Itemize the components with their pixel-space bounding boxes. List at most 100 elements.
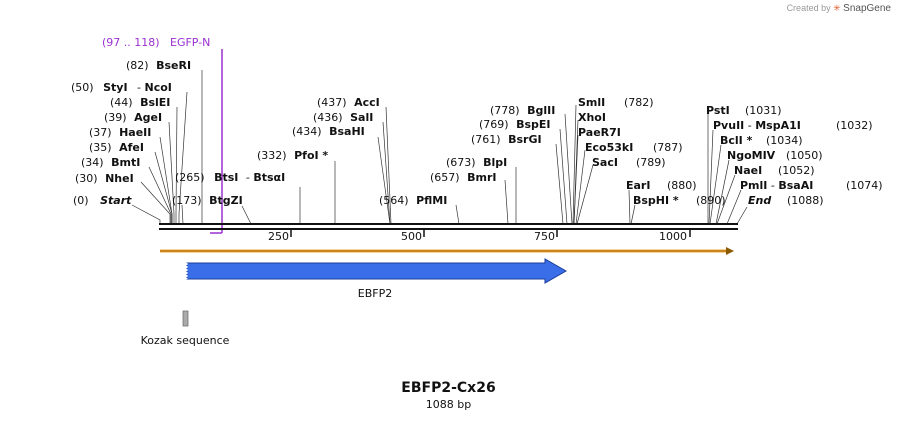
svg-text:500: 500 <box>401 230 422 243</box>
site-name: PvuII <box>713 119 744 132</box>
site-pos: (761) <box>471 133 501 146</box>
site-pos: (657) <box>430 171 460 184</box>
svg-text:(82) BseRI: (82) BseRI <box>126 59 191 72</box>
feature-label: EBFP2 <box>358 287 392 300</box>
site-pos: (0) <box>73 194 89 207</box>
svg-text:(564) PflMI: (564) PflMI <box>379 194 447 207</box>
svg-text:(778) BglII: (778) BglII <box>490 104 555 117</box>
site-name: SalI <box>350 111 373 124</box>
site-name: BseRI <box>156 59 191 72</box>
restriction-site-labels: (0) Start (30) NheI (34) BmtI (35) AfeI … <box>71 59 883 207</box>
site-name: AgeI <box>134 111 162 124</box>
site-name: BtgZI <box>209 194 243 207</box>
site-name: BclI * <box>720 134 753 147</box>
primer-egfp-n[interactable]: (97 .. 118) EGFP-N <box>102 36 223 234</box>
site-pos: (1034) <box>766 134 803 147</box>
site-pos: (30) <box>75 172 98 185</box>
site-name: BspHI * <box>633 194 679 207</box>
svg-text:(35) AfeI: (35) AfeI <box>89 141 144 154</box>
site-name: BmtI <box>111 156 140 169</box>
svg-text:(37) HaeII: (37) HaeII <box>89 126 151 139</box>
site-name: BmrI <box>467 171 496 184</box>
credit-prefix: Created by <box>786 3 831 13</box>
site-name: BtsI <box>214 171 238 184</box>
svg-text:(30) NheI: (30) NheI <box>75 172 134 185</box>
plasmid-name: EBFP2-Cx26 <box>401 380 496 396</box>
dna-backbone <box>159 223 738 230</box>
site-name: PaeR7I <box>578 126 621 139</box>
primer-name: EGFP-N <box>170 36 210 49</box>
site-pos: (436) <box>313 111 343 124</box>
primer-range: (97 .. 118) <box>102 36 160 49</box>
site-alt-name: MspA1I <box>755 119 801 132</box>
credit-brand: SnapGene <box>843 3 891 14</box>
site-pos: (173) <box>172 194 202 207</box>
svg-text:1000: 1000 <box>659 230 687 243</box>
site-name: PstI <box>706 104 730 117</box>
ruler-tick-250: 250 <box>268 229 292 243</box>
site-pos: (769) <box>479 118 509 131</box>
svg-text:(44) BslEI: (44) BslEI <box>110 96 170 109</box>
site-pos: (37) <box>89 126 112 139</box>
site-name: AfeI <box>119 141 144 154</box>
plasmid-length: 1088 bp <box>425 398 472 411</box>
site-name: EarI <box>626 179 650 192</box>
feature-kozak-sequence[interactable]: Kozak sequence <box>141 310 230 347</box>
site-pos: (1032) <box>836 119 873 132</box>
site-alt-name: BtsαI <box>253 171 285 184</box>
site-pos: (39) <box>104 111 127 124</box>
site-pos: (265) <box>175 171 205 184</box>
site-name: StyI <box>103 81 127 94</box>
site-pos: (1088) <box>787 194 824 207</box>
site-name: BsrGI <box>508 133 541 146</box>
site-name: HaeII <box>119 126 151 139</box>
svg-text:(769) BspEI: (769) BspEI <box>479 118 551 131</box>
site-pos: (82) <box>126 59 149 72</box>
svg-text:(761) BsrGI: (761) BsrGI <box>471 133 542 146</box>
site-pos: (673) <box>446 156 476 169</box>
feature-label: Kozak sequence <box>141 334 230 347</box>
site-name: SacI <box>592 156 618 169</box>
site-alt-name: BsaAI <box>778 179 813 192</box>
site-name: Start <box>100 194 132 207</box>
snapgene-credit: Created by ✳ SnapGene <box>787 3 891 14</box>
svg-text:(436) SalI: (436) SalI <box>313 111 373 124</box>
site-name: BspEI <box>516 118 550 131</box>
site-pos: (437) <box>317 96 347 109</box>
site-pos: (1031) <box>745 104 782 117</box>
svg-text:(332) PfoI *: (332) PfoI * <box>257 149 328 162</box>
snapgene-logo-icon: ✳ <box>833 3 841 13</box>
svg-text:(657) BmrI: (657) BmrI <box>430 171 496 184</box>
site-pos: (787) <box>653 141 683 154</box>
svg-text:(50) StyI - NcoI: (50) StyI - NcoI <box>71 81 172 94</box>
site-name: AccI <box>354 96 380 109</box>
site-pos: (44) <box>110 96 133 109</box>
svg-text:(265) BtsI - BtsαI: (265) BtsI - BtsαI <box>175 171 285 184</box>
site-pos: (782) <box>624 96 654 109</box>
site-name: NgoMIV <box>727 149 776 162</box>
svg-text:(39) AgeI: (39) AgeI <box>104 111 162 124</box>
site-pos: (434) <box>292 125 322 138</box>
svg-text:750: 750 <box>534 230 555 243</box>
backbone-direction-arrow <box>160 247 734 255</box>
site-name: BslEI <box>140 96 170 109</box>
svg-text:(673) BlpI: (673) BlpI <box>446 156 507 169</box>
svg-text:(0) Start: (0) Start <box>73 194 132 207</box>
svg-text:250: 250 <box>268 230 289 243</box>
site-name: BlpI <box>483 156 507 169</box>
site-name: SmlI <box>578 96 605 109</box>
site-pos: (1074) <box>846 179 883 192</box>
site-pos: (880) <box>667 179 697 192</box>
site-alt-name: NcoI <box>145 81 172 94</box>
site-name: PfoI * <box>294 149 328 162</box>
site-pos: (890) <box>696 194 726 207</box>
feature-ebfp2[interactable]: EBFP2 <box>186 258 568 300</box>
site-name: NaeI <box>734 164 762 177</box>
site-pos: (35) <box>89 141 112 154</box>
site-pos: (1050) <box>786 149 823 162</box>
ruler-tick-500: 500 <box>401 229 425 243</box>
site-pos: (778) <box>490 104 520 117</box>
site-name: BsaHI <box>329 125 365 138</box>
svg-text:(437) AccI: (437) AccI <box>317 96 380 109</box>
